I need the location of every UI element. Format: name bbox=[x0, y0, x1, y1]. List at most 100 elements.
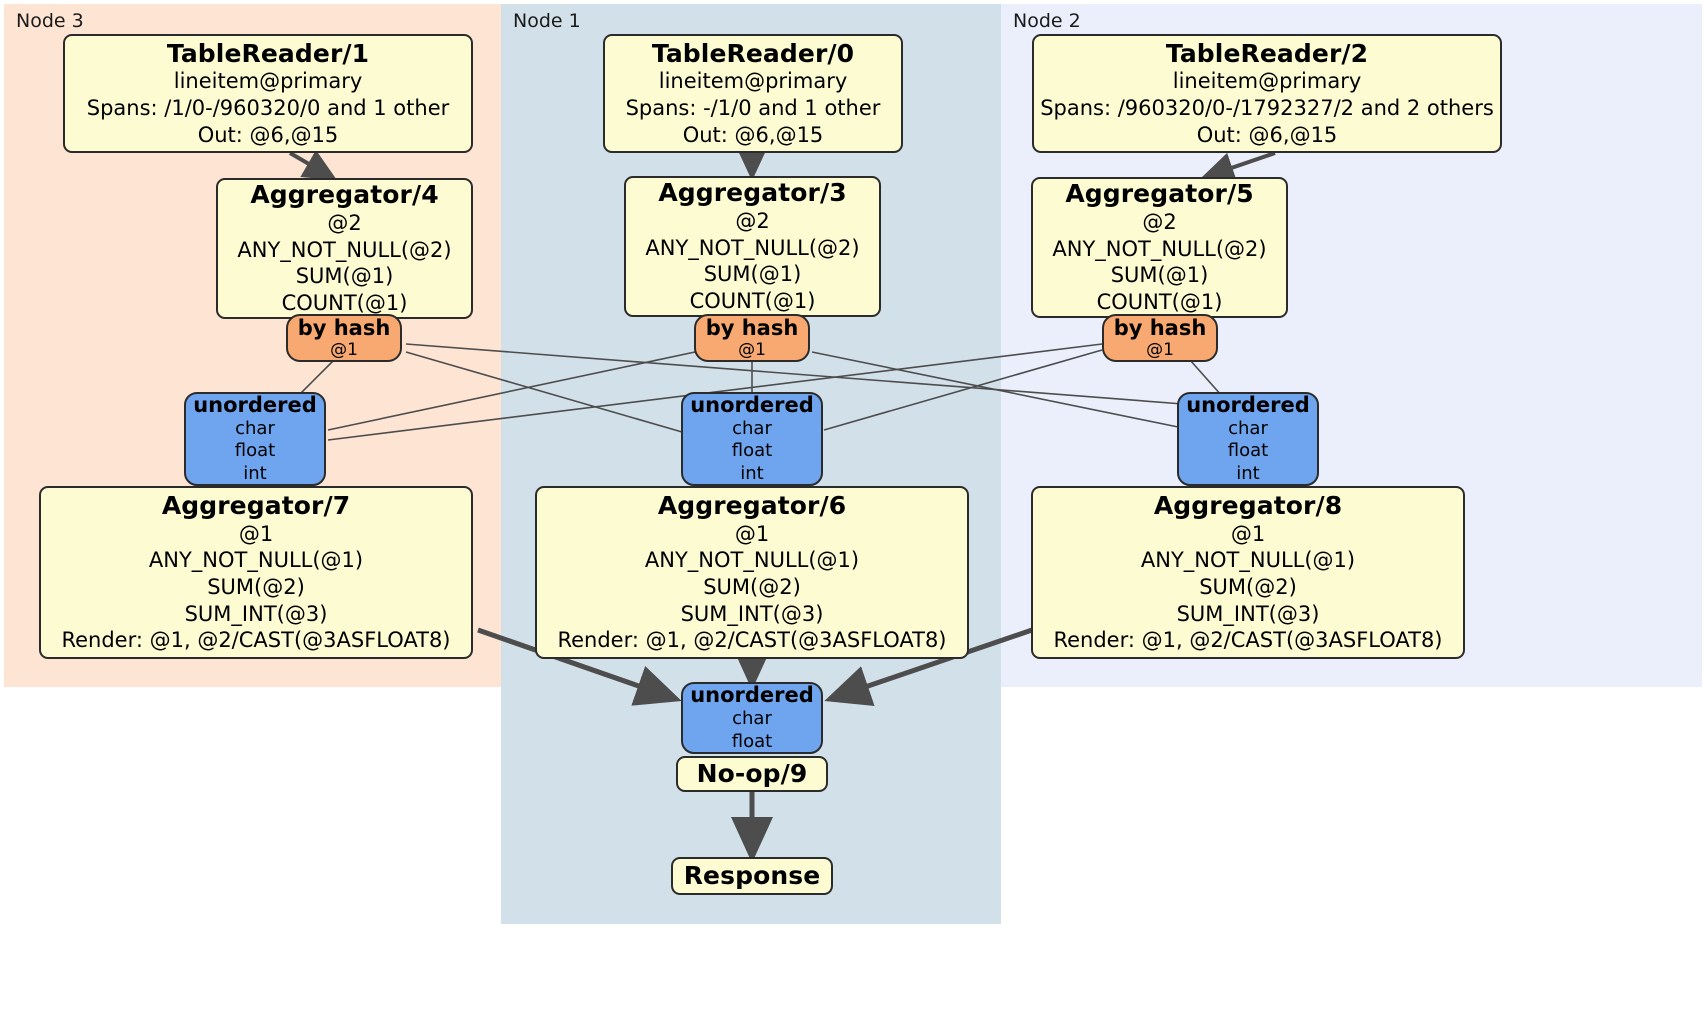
processor-table-reader-1[interactable]: TableReader/1 lineitem@primary Spans: /1… bbox=[63, 34, 473, 153]
receiver-detail: float bbox=[1227, 440, 1269, 462]
processor-detail: COUNT(@1) bbox=[1096, 289, 1223, 314]
processor-title: Aggregator/4 bbox=[250, 180, 439, 210]
processor-detail: Render: @1, @2/CAST(@3ASFLOAT8) bbox=[61, 628, 451, 653]
processor-detail: Out: @6,@15 bbox=[1196, 122, 1338, 147]
processor-detail: COUNT(@1) bbox=[689, 288, 816, 313]
processor-table-reader-0[interactable]: TableReader/0 lineitem@primary Spans: -/… bbox=[603, 34, 903, 153]
processor-detail: Render: @1, @2/CAST(@3ASFLOAT8) bbox=[1053, 628, 1443, 653]
receiver-title: unordered bbox=[193, 392, 317, 417]
processor-title: Aggregator/7 bbox=[161, 491, 351, 521]
receiver-detail: char bbox=[1228, 418, 1268, 440]
processor-detail: SUM_INT(@3) bbox=[1176, 601, 1320, 626]
receiver-node3[interactable]: unordered char float int bbox=[184, 392, 326, 486]
processor-title: Aggregator/3 bbox=[658, 178, 847, 208]
response-node[interactable]: Response bbox=[671, 857, 833, 895]
processor-table-reader-2[interactable]: TableReader/2 lineitem@primary Spans: /9… bbox=[1032, 34, 1502, 153]
processor-detail: @1 bbox=[734, 521, 770, 546]
router-detail: @1 bbox=[738, 339, 766, 360]
processor-title: Aggregator/5 bbox=[1065, 179, 1254, 209]
processor-detail: Render: @1, @2/CAST(@3ASFLOAT8) bbox=[557, 628, 947, 653]
edge-hash2-to-rx1 bbox=[823, 349, 1103, 431]
processor-detail: ANY_NOT_NULL(@1) bbox=[148, 548, 364, 573]
processor-detail: Spans: /1/0-/960320/0 and 1 other bbox=[86, 95, 450, 120]
processor-detail: @2 bbox=[735, 208, 770, 233]
edge-reader1-to-agg4 bbox=[288, 150, 338, 181]
processor-detail: SUM(@2) bbox=[207, 574, 305, 599]
processor-title: No-op/9 bbox=[696, 759, 808, 789]
node-label-node2: Node 2 bbox=[1013, 10, 1081, 32]
receiver-title: unordered bbox=[690, 683, 814, 708]
processor-detail: Out: @6,@15 bbox=[197, 122, 339, 147]
processor-noop-9[interactable]: No-op/9 bbox=[676, 756, 828, 792]
response-title: Response bbox=[683, 861, 821, 891]
processor-detail: lineitem@primary bbox=[1172, 69, 1362, 94]
processor-detail: lineitem@primary bbox=[173, 69, 363, 94]
processor-detail: SUM(@1) bbox=[1110, 263, 1209, 288]
processor-aggregator-4[interactable]: Aggregator/4 @2 ANY_NOT_NULL(@2) SUM(@1)… bbox=[216, 178, 473, 319]
receiver-node2[interactable]: unordered char float int bbox=[1177, 392, 1319, 486]
processor-title: TableReader/2 bbox=[1165, 38, 1369, 68]
processor-title: TableReader/0 bbox=[651, 38, 855, 68]
edge-hash1-to-rx3 bbox=[327, 351, 696, 431]
edge-agg7-to-final-rx bbox=[477, 627, 682, 706]
router-detail: @1 bbox=[1146, 339, 1174, 360]
processor-aggregator-3[interactable]: Aggregator/3 @2 ANY_NOT_NULL(@2) SUM(@1)… bbox=[624, 176, 881, 317]
receiver-detail: int bbox=[1236, 462, 1260, 484]
processor-detail: @2 bbox=[1142, 209, 1177, 234]
router-title: by hash bbox=[297, 315, 391, 340]
receiver-node1[interactable]: unordered char float int bbox=[681, 392, 823, 486]
receiver-detail: int bbox=[243, 462, 267, 484]
processor-detail: ANY_NOT_NULL(@2) bbox=[1052, 236, 1267, 261]
processor-aggregator-8[interactable]: Aggregator/8 @1 ANY_NOT_NULL(@1) SUM(@2)… bbox=[1031, 486, 1465, 659]
router-title: by hash bbox=[705, 315, 799, 340]
edge-hash1-to-rx2 bbox=[811, 351, 1184, 429]
processor-aggregator-6[interactable]: Aggregator/6 @1 ANY_NOT_NULL(@1) SUM(@2)… bbox=[535, 486, 969, 659]
hash-router-node3[interactable]: by hash @1 bbox=[286, 314, 402, 362]
processor-aggregator-5[interactable]: Aggregator/5 @2 ANY_NOT_NULL(@2) SUM(@1)… bbox=[1031, 177, 1288, 318]
processor-detail: @1 bbox=[1230, 521, 1266, 546]
router-detail: @1 bbox=[330, 339, 358, 360]
processor-detail: Out: @6,@15 bbox=[682, 122, 824, 147]
edge-hash2-to-rx2 bbox=[1189, 359, 1223, 397]
receiver-detail: int bbox=[740, 462, 764, 484]
receiver-detail: char bbox=[235, 418, 275, 440]
processor-detail: SUM(@2) bbox=[703, 574, 801, 599]
processor-detail: lineitem@primary bbox=[658, 69, 848, 94]
processor-title: Aggregator/8 bbox=[1153, 491, 1343, 521]
edge-hash3-to-rx1 bbox=[405, 351, 683, 433]
processor-title: TableReader/1 bbox=[166, 38, 370, 68]
receiver-title: unordered bbox=[690, 392, 814, 417]
processor-detail: ANY_NOT_NULL(@2) bbox=[645, 235, 860, 260]
processor-detail: Spans: /960320/0-/1792327/2 and 2 others bbox=[1040, 95, 1494, 120]
edge-reader2-to-agg5 bbox=[1200, 151, 1276, 183]
receiver-detail: char bbox=[732, 418, 772, 440]
receiver-title: unordered bbox=[1186, 392, 1310, 417]
edge-hash3-to-rx2 bbox=[405, 343, 1184, 405]
router-title: by hash bbox=[1113, 315, 1207, 340]
hash-router-node2[interactable]: by hash @1 bbox=[1102, 314, 1218, 362]
processor-detail: @2 bbox=[327, 210, 362, 235]
receiver-detail: float bbox=[731, 440, 773, 462]
node-label-node3: Node 3 bbox=[16, 10, 84, 32]
processor-detail: Spans: -/1/0 and 1 other bbox=[625, 95, 881, 120]
receiver-detail: float bbox=[234, 440, 276, 462]
processor-detail: SUM(@1) bbox=[295, 264, 394, 289]
hash-router-node1[interactable]: by hash @1 bbox=[694, 314, 810, 362]
final-receiver[interactable]: unordered char float bbox=[681, 682, 823, 754]
processor-detail: ANY_NOT_NULL(@1) bbox=[1140, 548, 1356, 573]
processor-aggregator-7[interactable]: Aggregator/7 @1 ANY_NOT_NULL(@1) SUM(@2)… bbox=[39, 486, 473, 659]
node-label-node1: Node 1 bbox=[513, 10, 581, 32]
processor-detail: SUM_INT(@3) bbox=[184, 601, 328, 626]
edge-agg8-to-final-rx bbox=[824, 627, 1033, 706]
processor-detail: SUM_INT(@3) bbox=[680, 601, 824, 626]
processor-detail: COUNT(@1) bbox=[281, 290, 408, 315]
processor-detail: SUM(@1) bbox=[703, 262, 802, 287]
processor-title: Aggregator/6 bbox=[657, 491, 847, 521]
processor-detail: SUM(@2) bbox=[1199, 574, 1297, 599]
receiver-detail: char bbox=[732, 708, 772, 730]
processor-detail: ANY_NOT_NULL(@1) bbox=[644, 548, 860, 573]
processor-detail: @1 bbox=[238, 521, 274, 546]
edge-hash3-to-rx3 bbox=[299, 357, 337, 395]
